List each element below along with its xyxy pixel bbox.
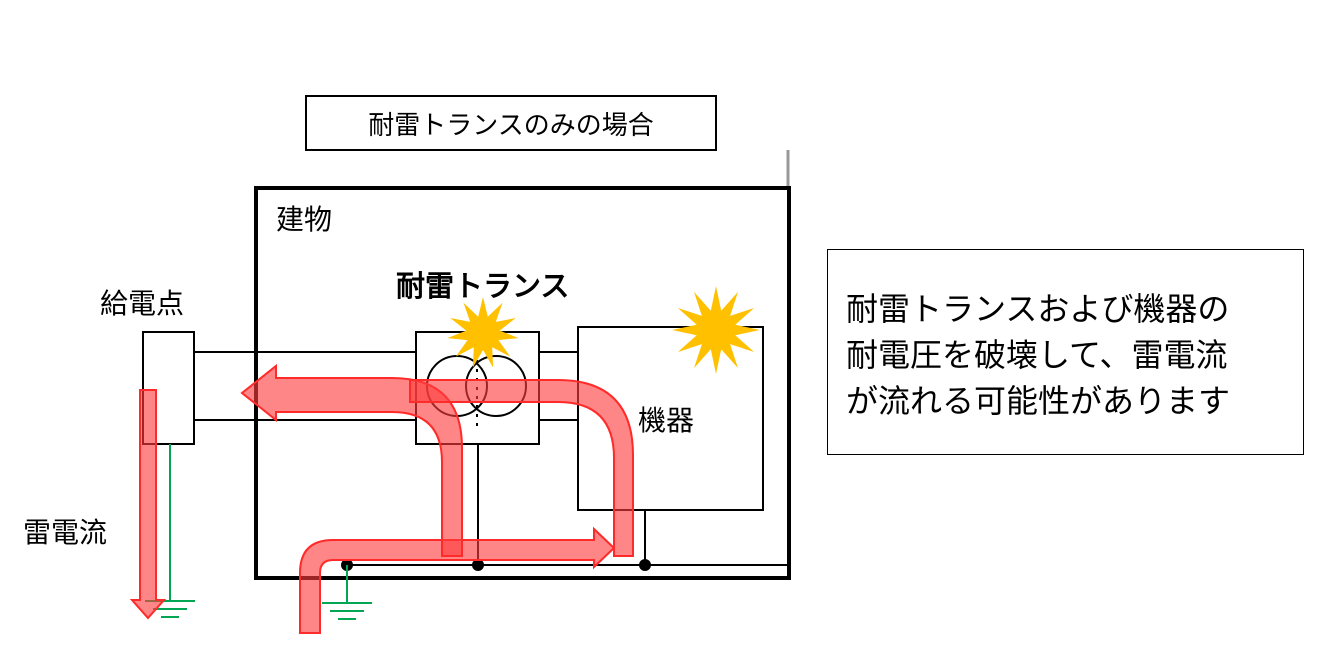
- feed-point-label: 給電点: [100, 287, 185, 320]
- building-label: 建物: [276, 203, 333, 236]
- current-arrow-through-transformer: [240, 363, 463, 557]
- explosion-burst-icon: [672, 286, 760, 374]
- current-arrow-incoming: [299, 526, 616, 634]
- lightning-current-label: 雷電流: [23, 516, 108, 549]
- lightning-current-path: [129, 363, 634, 634]
- equipment-label: 機器: [638, 404, 695, 437]
- current-arrow-to-earth: [129, 389, 167, 620]
- explanation-note: 耐雷トランスおよび機器の 耐電圧を破壊して、雷電流 が流れる可能性があります: [827, 249, 1304, 455]
- title-box: 耐雷トランスのみの場合: [305, 95, 717, 151]
- note-line: 耐雷トランスおよび機器の: [846, 290, 1230, 328]
- transformer-label: 耐雷トランス: [396, 269, 570, 303]
- current-arrow-through-equipment: [409, 379, 634, 557]
- explosion-burst-icon: [447, 297, 519, 368]
- ground-symbol-icon: [322, 602, 372, 620]
- page-title: 耐雷トランスのみの場合: [368, 110, 654, 141]
- note-line: 耐電圧を破壊して、雷電流: [846, 336, 1228, 374]
- note-line: が流れる可能性があります: [846, 382, 1231, 420]
- junction-dot-3: [639, 559, 651, 571]
- junction-dot-2: [472, 559, 484, 571]
